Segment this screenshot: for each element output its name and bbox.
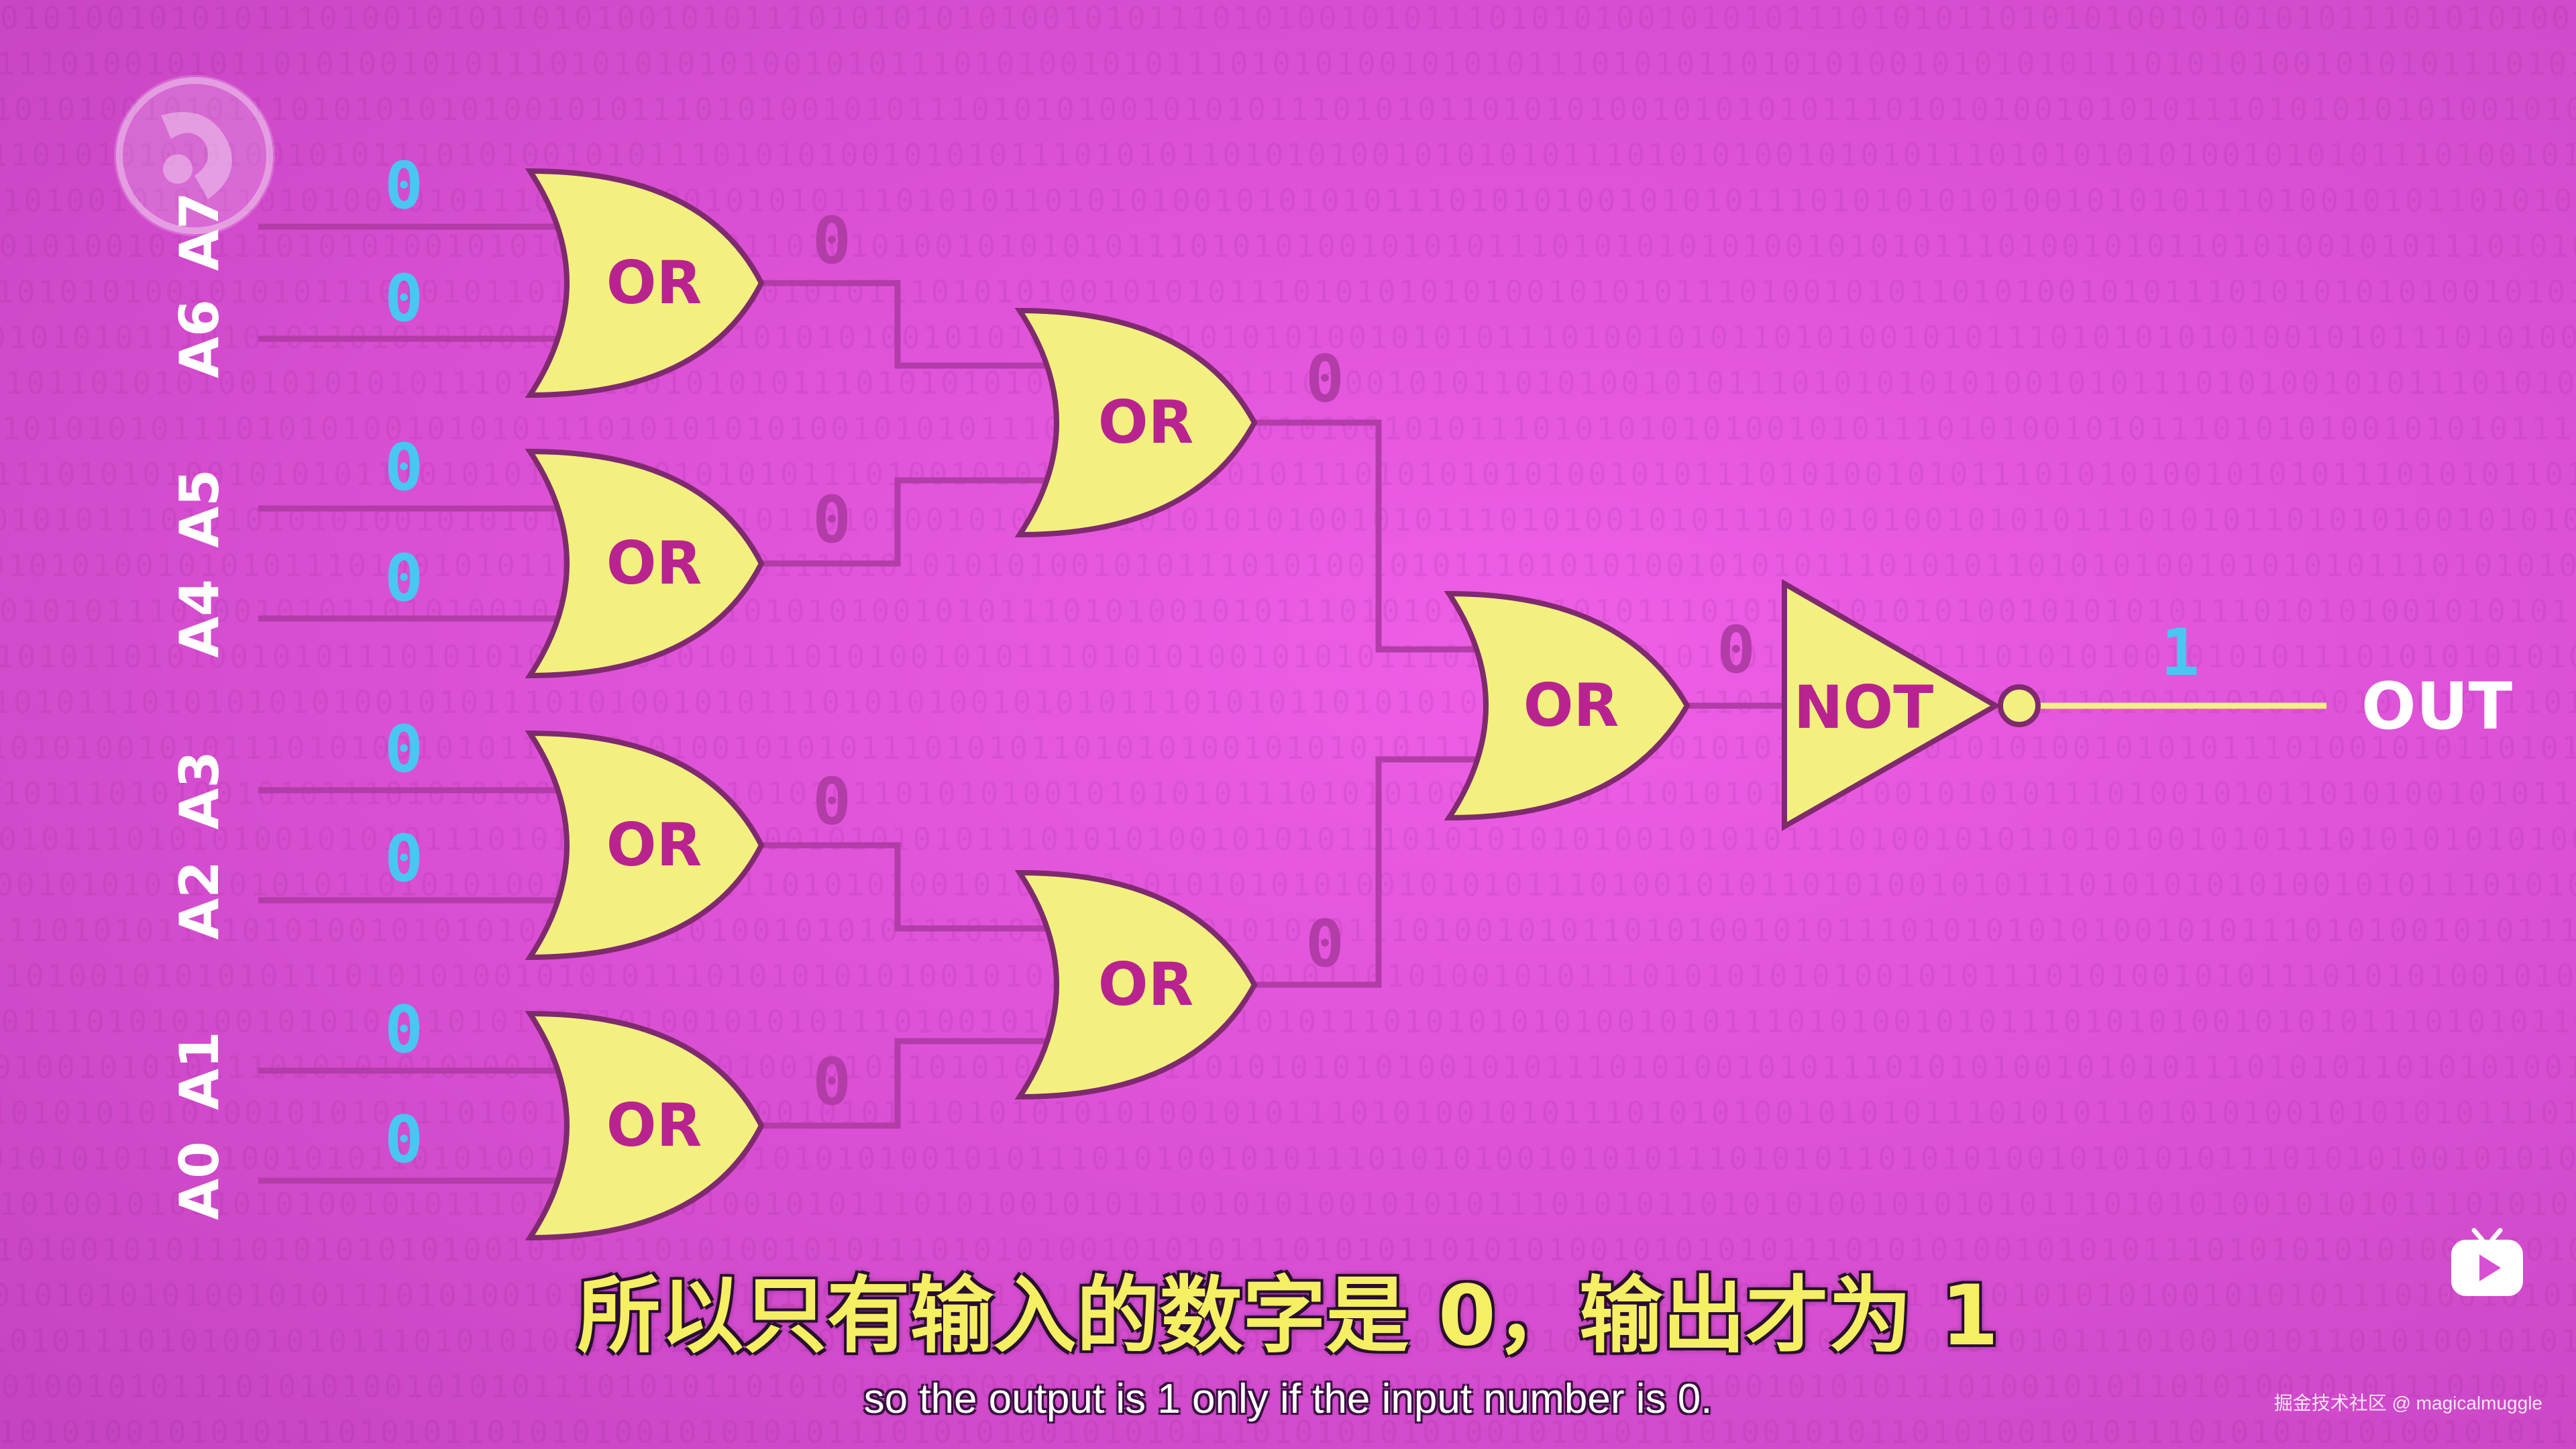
not-gate: NOT: [1782, 579, 2041, 831]
input-label-a4: A4: [168, 579, 231, 658]
or-gate-5: OR: [1014, 307, 1258, 538]
input-value-a6: 0: [384, 261, 423, 336]
background-bit-row: 0101011101010100101010111010101101010100…: [0, 821, 2576, 857]
wire-value-or1: 0: [812, 203, 851, 278]
background-bit-row: 0110101001010111010101010100101011101010…: [0, 91, 2576, 127]
background-bit-row: 1101010101010010101011101001010110101001…: [0, 1095, 2576, 1131]
subtitle-chinese: 所以只有输入的数字是 0，输出才为 1: [577, 1268, 1999, 1364]
input-label-a1: A1: [168, 1031, 231, 1110]
interconnect-wires: [755, 280, 2326, 1129]
background-bit-row: 0111010010101101010010101110101010101001…: [0, 46, 2576, 82]
wire-values: 0 0 0 0 0 0 0 1: [812, 203, 2200, 1120]
input-value-a5: 0: [384, 430, 423, 505]
inverter-bubble: [1998, 684, 2041, 727]
background-bit-row: 1110101010010101011101010101010010101011…: [0, 456, 2576, 492]
background-bit-row: 0101010100101010111010010101101010010101…: [0, 547, 2576, 584]
bilibili-tv-icon[interactable]: [2449, 1226, 2526, 1299]
background-bit-row: 0101110101001010111010101001010101110101…: [0, 775, 2576, 812]
or-gate-label: OR: [1098, 388, 1194, 457]
wire-value-or3: 0: [812, 764, 851, 839]
background-bit-row: 1001010111010100101011101010100101010111…: [0, 1323, 2576, 1359]
background-bit-row: 1010111010101001010101110101010101001010…: [0, 1004, 2576, 1040]
wire-value-or2: 0: [812, 482, 851, 557]
input-label-a6: A6: [168, 299, 231, 378]
background-bit-row: 0101011101001010110101001010111010101010…: [0, 593, 2576, 629]
or-gate-6: OR: [1014, 869, 1258, 1100]
background-bit-row: 1101010101010010101110101001010111010101…: [0, 1277, 2576, 1313]
or-gate-7: OR: [1444, 590, 1690, 821]
background-bit-row: 1010101001010101110101011010101001010101…: [0, 1414, 2576, 1449]
wire-value-or7: 0: [1717, 612, 1756, 688]
or-gate-label: OR: [1098, 950, 1194, 1019]
not-gate-label: NOT: [1794, 673, 1933, 742]
background-bit-row: 1010010101101010010101110101010101001010…: [0, 1186, 2576, 1222]
background-bit-row: 1101010010101110101010010101011101010110…: [0, 228, 2576, 264]
background-bit-row: 0101011010100101011101010101010010101110…: [0, 639, 2576, 675]
subtitle-english: so the output is 1 only if the input num…: [863, 1376, 1713, 1422]
background-bit-row: 0111010101001010101110101011010101001010…: [0, 274, 2576, 310]
background-bit-row: 1001010101011101010100101010111010101010…: [0, 411, 2576, 447]
input-value-a1: 0: [384, 992, 423, 1067]
background-bit-row: 0010101110101010101001010111010100101011…: [0, 684, 2576, 720]
wire-value-or6: 0: [1305, 906, 1344, 981]
background-bit-row: 1001010101110100101011010100101011101010…: [0, 1140, 2576, 1177]
wire-value-or4: 0: [812, 1044, 851, 1120]
input-value-a3: 0: [384, 712, 423, 787]
background-bit-row: 0101001010111010100101011101010100101010…: [0, 182, 2576, 219]
wire-value-not: 1: [2161, 615, 2200, 690]
background-bit-row: 1010010101110101010010101011101010110101…: [0, 1368, 2576, 1405]
input-value-a4: 0: [384, 541, 423, 616]
or-gate-label: OR: [606, 1091, 702, 1160]
or-gate-label: OR: [606, 810, 702, 879]
background-bit-row: 0101001010111010101010100101011101010010…: [0, 1232, 2576, 1268]
input-value-a7: 0: [384, 148, 423, 223]
or-gate-1: OR: [525, 168, 765, 398]
input-values: 0 0 0 0 0 0 0 0: [384, 148, 423, 1177]
input-label-a5: A5: [168, 469, 231, 548]
input-label-a3: A3: [168, 751, 231, 830]
or-gate-2: OR: [525, 448, 765, 679]
or-gate-label: OR: [606, 248, 702, 317]
input-label-a2: A2: [168, 861, 231, 940]
input-label-a7: A7: [168, 192, 231, 271]
background-bit-row: 1010010101011101010110101010010101010111…: [0, 867, 2576, 903]
background-bit-row: 1010110101010010101010111010101001010101…: [0, 365, 2576, 401]
or-gate-3: OR: [525, 730, 765, 961]
output-label: OUT: [2361, 669, 2512, 744]
input-labels: A7 A6 A5 A4 A3 A2 A1 A0: [168, 192, 231, 1220]
or-gate-label: OR: [1523, 671, 1619, 740]
input-wires: [258, 223, 570, 1184]
background-bit-row: 0101001010101110100101011010100101011101…: [0, 0, 2576, 36]
input-value-a2: 0: [384, 821, 423, 896]
pbs-logo-icon: [114, 75, 275, 236]
watermark: 掘金技术社区 @ magicalmuggle: [2273, 1393, 2542, 1413]
or-gate-4: OR: [525, 1010, 765, 1241]
background-bit-row: 1010100101010101110101010010101011101010…: [0, 958, 2576, 994]
input-value-a0: 0: [384, 1102, 423, 1177]
background-bit-row: 0100101010111010101010100101010111010010…: [0, 1049, 2576, 1085]
background-bit-row: 1110101011010101001010101011101010100101…: [0, 912, 2576, 949]
background-bit-row: 1011101010101010010101110101001010111010…: [0, 137, 2576, 173]
input-label-a0: A0: [168, 1141, 231, 1220]
or-gate-label: OR: [606, 529, 702, 598]
wire-value-or5: 0: [1305, 341, 1344, 417]
background-bit-row: 0101010100101011101010010101110101010010…: [0, 730, 2576, 766]
